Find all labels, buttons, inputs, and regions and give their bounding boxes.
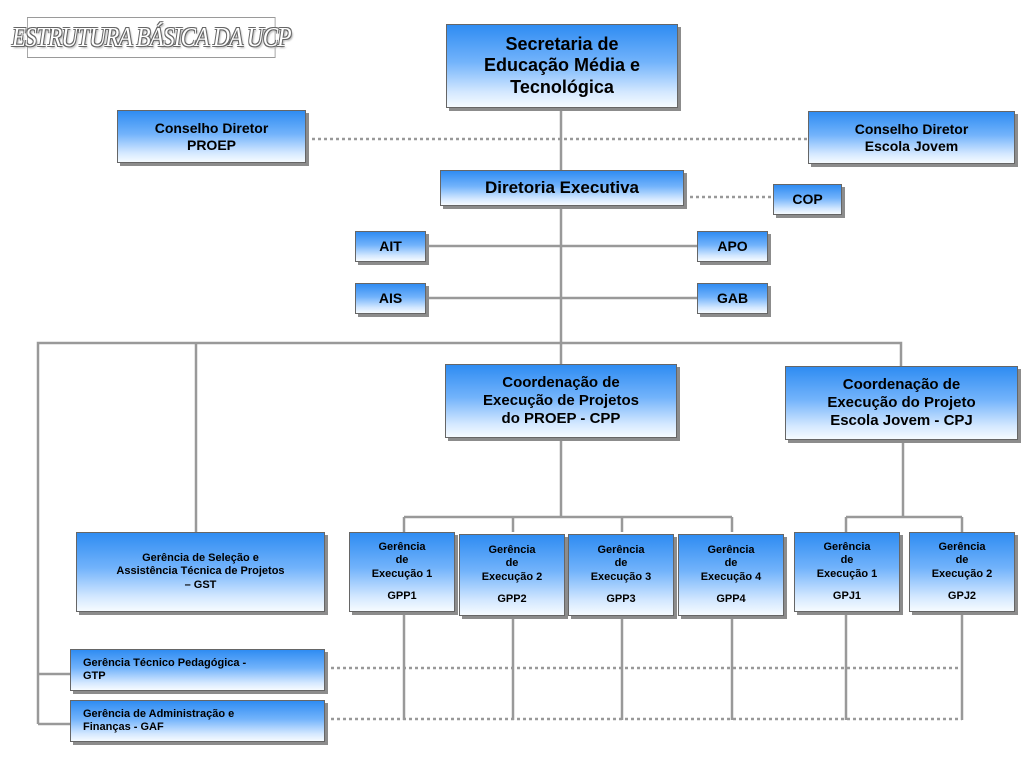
node-gst[interactable]: Gerência de Seleção e Assistência Técnic… [76, 532, 325, 612]
node-gst-line-2: Assistência Técnica de Projetos [116, 565, 285, 578]
node-apo-label: APO [717, 238, 748, 255]
node-diretoria-line-1: Diretoria Executiva [484, 177, 639, 197]
node-conselho-proep[interactable]: Conselho Diretor PROEP [117, 110, 306, 163]
node-secretaria-line-2: Educação Média e [483, 55, 641, 76]
node-diretoria-executiva[interactable]: Diretoria Executiva [440, 170, 684, 206]
node-secretaria-line-3: Tecnológica [510, 76, 614, 97]
node-gpp1-line-1: Gerência [378, 541, 426, 554]
node-cpj-line-3: Escola Jovem - CPJ [830, 412, 973, 429]
node-gpp2-line-2: de [505, 557, 519, 570]
node-conselho-escola-line-1: Conselho Diretor [854, 120, 969, 137]
node-gpj2-line-2: de [955, 554, 969, 567]
node-ais[interactable]: AIS [355, 283, 426, 314]
page-title-banner: ESTRUTURA BÁSICA DA UCP [12, 17, 292, 58]
node-secretaria-line-1: Secretaria de [505, 33, 619, 54]
node-cpj[interactable]: Coordenação de Execução do Projeto Escol… [785, 366, 1018, 440]
node-gtp-line-1: Gerência Técnico Pedagógica - [83, 656, 247, 669]
node-gpj1-code: GPJ1 [832, 589, 862, 602]
node-gpp1-line-2: de [395, 554, 409, 567]
node-gpp2-line-3: Execução 2 [481, 570, 543, 583]
node-gpp2[interactable]: Gerência de Execução 2 GPP2 [459, 534, 565, 616]
node-cop-label: COP [792, 191, 823, 208]
node-gpp3-line-2: de [614, 557, 628, 570]
node-cpp[interactable]: Coordenação de Execução de Projetos do P… [445, 364, 677, 438]
node-ait-label: AIT [379, 238, 402, 255]
node-gpp4-line-3: Execução 4 [700, 570, 762, 583]
node-gpp4-line-2: de [724, 557, 738, 570]
node-conselho-escola-line-2: Escola Jovem [864, 137, 959, 154]
node-gtp[interactable]: Gerência Técnico Pedagógica - GTP [70, 649, 325, 691]
node-gpp3-line-1: Gerência [597, 544, 645, 557]
node-gpp1[interactable]: Gerência de Execução 1 GPP1 [349, 532, 455, 612]
node-secretaria[interactable]: Secretaria de Educação Média e Tecnológi… [446, 24, 678, 108]
node-gpj2-code: GPJ2 [947, 589, 977, 602]
node-gpj1-line-3: Execução 1 [816, 567, 878, 580]
node-gpp3-code: GPP3 [606, 592, 636, 605]
node-ais-label: AIS [378, 290, 403, 307]
node-gpp1-line-3: Execução 1 [371, 567, 433, 580]
node-cpp-line-1: Coordenação de [502, 374, 620, 391]
node-cpp-line-2: Execução de Projetos [483, 392, 639, 409]
node-conselho-escola-jovem[interactable]: Conselho Diretor Escola Jovem [808, 111, 1015, 164]
node-cop[interactable]: COP [773, 184, 842, 215]
node-gpp2-code: GPP2 [497, 592, 527, 605]
node-gpp4-line-1: Gerência [707, 544, 755, 557]
node-gpp4-code: GPP4 [716, 592, 746, 605]
node-gaf[interactable]: Gerência de Administração e Finanças - G… [70, 700, 325, 742]
node-gpj1-line-1: Gerência [823, 541, 871, 554]
node-gab-label: GAB [716, 290, 749, 307]
node-cpp-line-3: do PROEP - CPP [501, 410, 621, 427]
node-cpj-line-2: Execução do Projeto [827, 394, 976, 411]
node-gaf-line-1: Gerência de Administração e [83, 707, 235, 720]
node-gpj2-line-3: Execução 2 [931, 567, 993, 580]
node-apo[interactable]: APO [697, 231, 768, 262]
node-gpp2-line-1: Gerência [488, 544, 536, 557]
node-gpp1-code: GPP1 [387, 589, 417, 602]
node-gtp-line-2: GTP [83, 670, 106, 682]
node-gaf-line-2: Finanças - GAF [83, 721, 164, 733]
node-gpp3[interactable]: Gerência de Execução 3 GPP3 [568, 534, 674, 616]
node-gst-line-1: Gerência de Seleção e [142, 552, 259, 565]
node-ait[interactable]: AIT [355, 231, 426, 262]
node-gpj2[interactable]: Gerência de Execução 2 GPJ2 [909, 532, 1015, 612]
node-gpj1-line-2: de [840, 554, 854, 567]
node-cpj-line-1: Coordenação de [842, 376, 961, 393]
node-conselho-proep-line-1: Conselho Diretor [154, 119, 269, 136]
node-gab[interactable]: GAB [697, 283, 768, 314]
node-gst-line-3: – GST [184, 578, 217, 591]
node-gpp4[interactable]: Gerência de Execução 4 GPP4 [678, 534, 784, 616]
node-conselho-proep-line-2: PROEP [186, 136, 236, 153]
node-gpp3-line-3: Execução 3 [590, 570, 652, 583]
node-gpj1[interactable]: Gerência de Execução 1 GPJ1 [794, 532, 900, 612]
node-gpj2-line-1: Gerência [938, 541, 986, 554]
